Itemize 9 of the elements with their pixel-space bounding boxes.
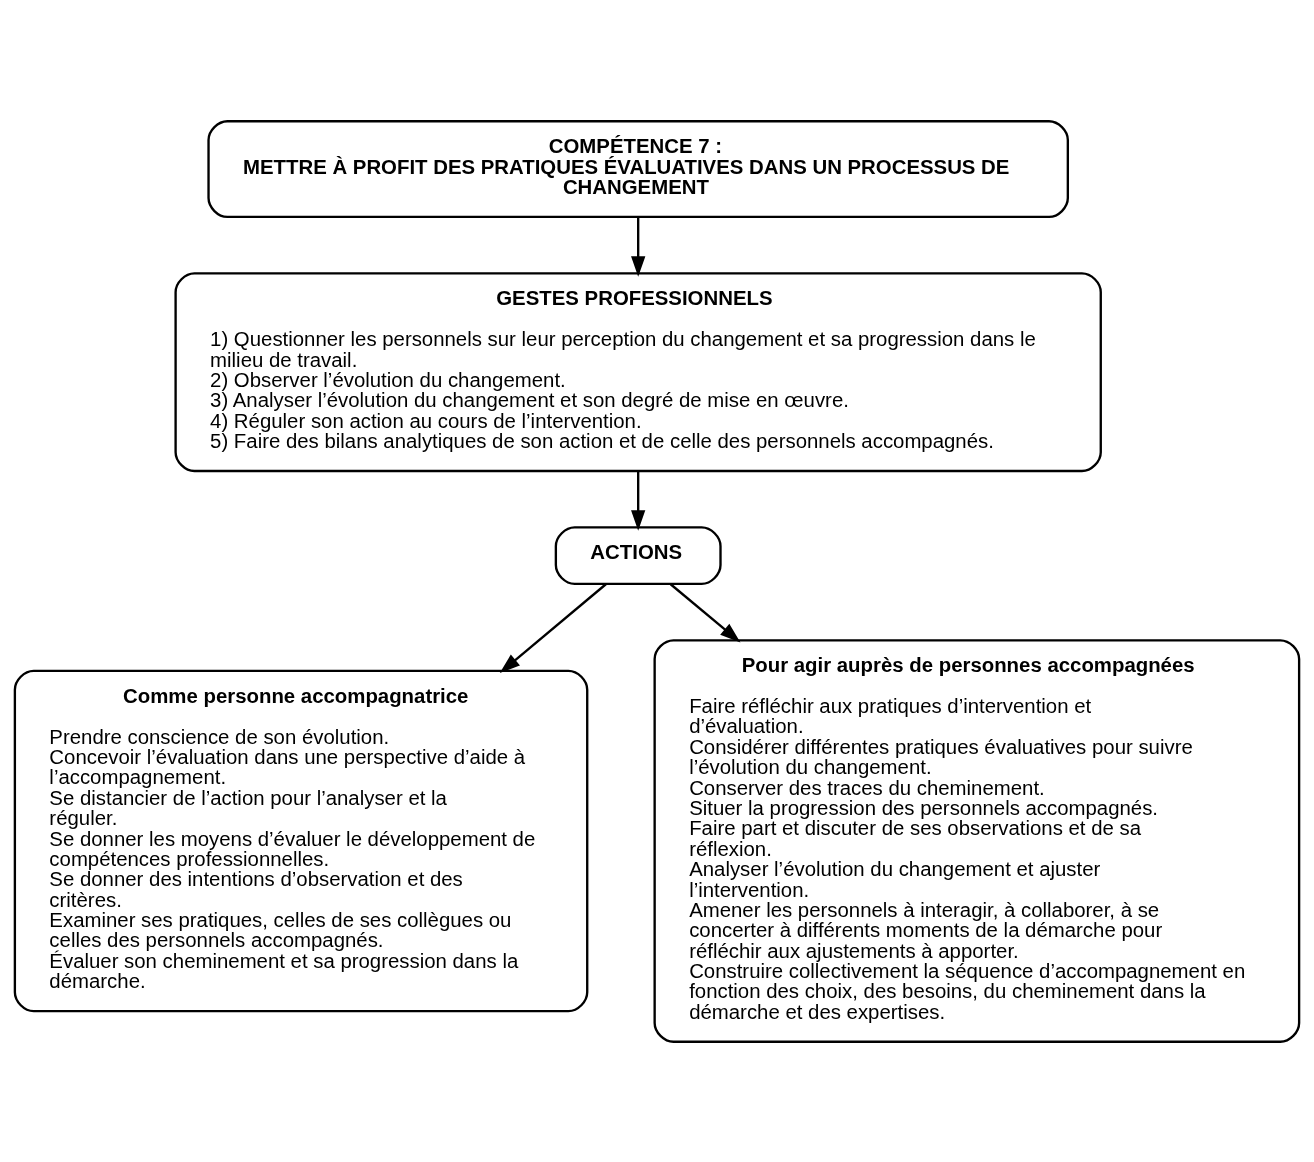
- node-box: Pour agir auprès de personnes accompagnées Faire réfléchir aux pratiques d’intervention et d’évaluation. Considérer différentes pratiques évaluatives pour suivre l’évolution du changement. Conserver des traces du cheminement. Situer la progression des personnels accompagnés. Faire part et discuter de ses observations et de sa réflexion. Analyser l’évolution du changement et ajuster l’intervention. Amener les personnels à interagir, à collaborer, à se concerter à différents moments de la démarche pour réfléchir aux ajustements à apporter. Construire collectivement la séquence d’accompagnement en fonction des choix, des besoins, du cheminement dans la démarche et des expertises.: [653, 638, 1301, 1043]
- arrow: [669, 582, 741, 642]
- node-box: ACTIONS: [554, 525, 722, 585]
- arrow: [631, 470, 646, 531]
- arrow: [631, 216, 646, 277]
- node-box: GESTES PROFESSIONNELS 1) Questionner les personnels sur leur perception du changement et sa progression dans le milieu de travail. 2) Observer l’évolution du changement. 3) Analyser l’évolution du changement et son degré de mise en œuvre. 4) Réguler son action au cours de l’intervention. 5) Faire des bilans analytiques de son action et de celle des personnels accompagnés.: [174, 271, 1102, 472]
- arrow: [499, 582, 607, 673]
- node-box: COMPÉTENCE 7 : METTRE À PROFIT DES PRATIQUES ÉVALUATIVES DANS UN PROCESSUS DE CHANGEMENT: [207, 119, 1069, 218]
- node-box: Comme personne accompagnatrice Prendre conscience de son évolution. Concevoir l’évaluation dans une perspective d’aide à l’accompagnement. Se distancier de l’action pour l’analyser et la réguler. Se donner les moyens d’évaluer le développement de compétences professionnelles. Se donner des intentions d’observation et des critères. Examiner ses pratiques, celles de ses collègues ou celles des personnels accompagnés. Évaluer son cheminement et sa progression dans la démarche.: [13, 669, 589, 1012]
